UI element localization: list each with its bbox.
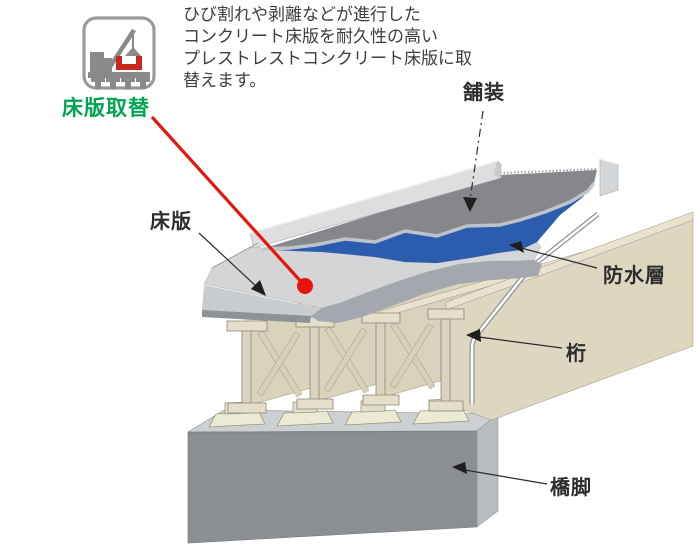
description-line: プレストレストコンクリート床版に取 [183,49,472,68]
leader-girder [478,336,563,349]
deck-assembly [202,158,619,323]
label-pavement: 舗装 [463,82,505,104]
label-waterproofing-layer: 防水層 [603,265,666,287]
crane-icon [88,29,150,89]
description-line: ひび割れや剥離などが進行した [183,5,421,24]
description-paragraph: ひび割れや剥離などが進行した コンクリート床版を耐久性の高い プレストレストコン… [183,4,472,92]
red-pointer [150,115,313,294]
pier-block [186,409,499,544]
label-deck-slab: 床版 [150,211,192,233]
leader-arrowheads [251,197,524,474]
leader-deck-slab [198,232,259,289]
arrowhead-waterproofing [509,241,524,253]
waterproofing-layer-surface [262,183,594,263]
description-line: 替えます。 [183,71,267,90]
deck-replacement-icon [82,16,156,90]
icon-caption-deck-replacement: 床版取替 [62,97,150,120]
leader-lines [198,110,598,485]
arrowhead-pavement [463,197,477,212]
description-line: コンクリート床版を耐久性の高い [183,27,438,46]
arrowhead-pier [452,462,467,474]
pavement-surface [262,170,597,249]
label-girder: 桁 [566,343,587,365]
arrowhead-deck-slab [251,280,266,296]
red-pointer-dot [297,278,313,294]
leader-pavement [469,110,484,201]
lifted-deck-segment-icon [116,56,142,70]
label-pier: 橋脚 [550,477,592,499]
leader-pier [464,469,548,485]
arrowhead-girder [466,329,481,342]
leader-waterproofing [520,247,598,269]
